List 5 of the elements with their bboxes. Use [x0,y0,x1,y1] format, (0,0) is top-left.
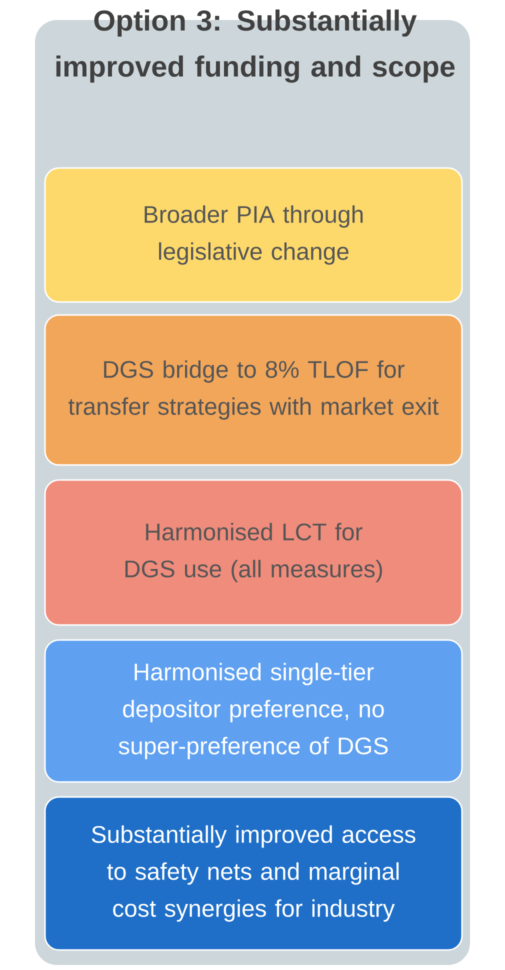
text-box: Harmonised LCT for DGS use (all measures) [44,479,463,626]
text-box: Substantially improved access to safety nets and marginal cost synergies for industry [44,796,463,951]
text-box: DGS bridge to 8% TLOF for transfer strategies with market exit [44,314,463,466]
text-box: Broader PIA through legislative change [44,167,463,303]
text-box: Harmonised single-tier depositor preference, no super-preference of DGS [44,639,463,783]
